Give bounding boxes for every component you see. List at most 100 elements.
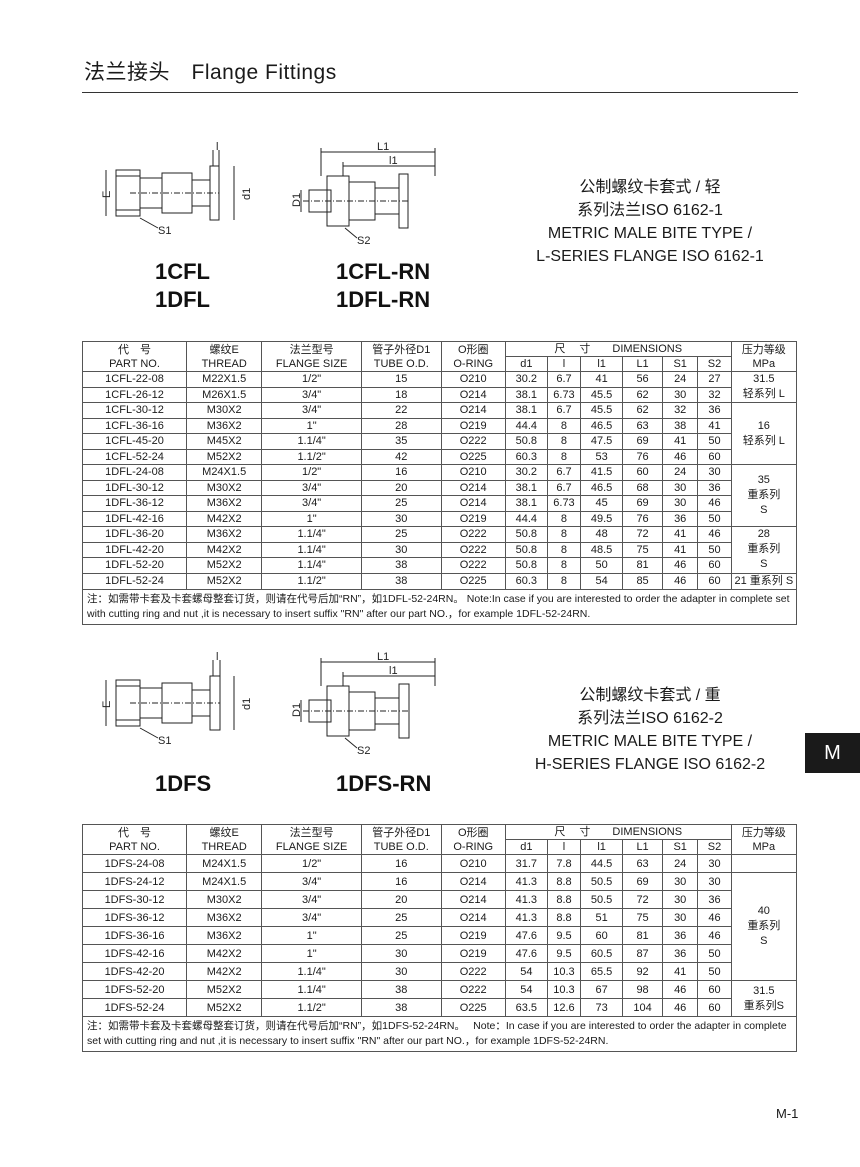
table-cell: 1.1/4" [261,541,362,558]
table-cell: 36 [661,926,699,945]
label-s1: S1 [158,735,171,747]
table-cell: 8.8 [546,890,582,909]
table-cell: O225 [440,572,506,590]
table-cell: 45 [580,495,624,512]
table-cell: 46 [697,926,732,945]
table-cell: 45.5 [580,386,624,403]
pressure-line: 重系列 [747,543,781,556]
table-cell: 30 [661,872,699,891]
label-e: E [101,701,113,708]
table-cell: 16 [360,854,442,873]
table-cell: O210 [440,854,506,873]
table-cell: 1.1/4" [261,962,362,981]
part-number-cell: 1DFS-36-16 [81,926,188,945]
table-cell: M30X2 [186,890,263,909]
part-number-cell: 1DFS-52-20 [81,980,188,999]
table-cell: 24 [661,464,699,481]
table-cell: 81 [622,557,663,574]
label-s1: S1 [158,225,171,237]
table-cell: M42X2 [186,541,263,558]
table-cell: 9.5 [546,944,582,963]
pressure-line: 重系列 [747,920,781,932]
table-cell: O222 [440,980,506,999]
section2-description: 公制螺纹卡套式 / 重 系列法兰ISO 6162-2 METRIC MALE B… [500,684,800,776]
table-cell: 46 [661,572,699,590]
table-cell: 30 [697,872,732,891]
table-note: 注：如需带卡套及卡套螺母整套订货，则请在代号后加“RN”，如1DFL-52-24… [82,588,797,625]
table-cell: O214 [440,386,506,403]
section-tab: M [805,733,860,773]
header-flange-cn: 法兰型号 [289,826,334,839]
model-name-rn: 1DFS-RN [336,770,431,798]
pressure-line: S [760,504,768,516]
table-cell: 46 [697,526,732,543]
pressure-line: 16 [757,419,770,432]
part-number-cell: 1DFL-30-12 [81,479,188,496]
table-cell: 41 [661,962,699,981]
header-dim-S2: S2 [697,839,732,855]
table-cell: 63.5 [504,998,548,1017]
table-cell: 30 [360,541,442,558]
table-cell: 30 [661,908,699,927]
table-cell: 30 [697,464,732,481]
header-pressure-cn: 压力等级 [741,343,786,356]
table-cell: 46 [661,557,699,574]
table-cell: 54 [504,962,548,981]
table-cell: 56 [622,371,663,388]
table-cell: 50 [697,962,732,981]
table-cell: 76 [622,510,663,527]
table-cell: 8 [546,448,582,465]
table-cell: 18 [360,386,442,403]
table-cell: 1.1/4" [261,526,362,543]
table-cell: 10.3 [546,962,582,981]
part-number-cell: 1DFL-52-20 [81,557,188,574]
part-number-cell: 1DFL-42-20 [81,541,188,558]
table-cell: 69 [622,495,663,512]
table-cell: 27 [697,371,732,388]
header-code-cn: 代 号 [118,826,152,839]
header-flange-en: FLANGE SIZE [275,357,348,370]
table-cell: 10.3 [546,980,582,999]
table-cell: 3/4" [261,479,362,496]
desc-line: METRIC MALE BITE TYPE / [547,733,753,750]
table-cell: 75 [622,541,663,558]
table-cell: 1" [261,510,362,527]
table-cell: 60 [697,998,732,1017]
table-cell: 1.1/4" [261,557,362,574]
table-cell: 60.3 [504,448,548,465]
table-cell: 25 [360,926,442,945]
table-cell: O214 [440,479,506,496]
section1-description: 公制螺纹卡套式 / 轻 系列法兰ISO 6162-1 METRIC MALE B… [500,176,800,268]
table-cell: 50.5 [580,890,624,909]
desc-line: 公制螺纹卡套式 / 重 [579,687,721,704]
header-dim-S1: S1 [661,356,699,372]
table-cell: 30 [661,479,699,496]
table-cell: 1" [261,926,362,945]
table-cell: 8.8 [546,908,582,927]
table-cell: 49.5 [580,510,624,527]
part-number-cell: 1DFL-52-24 [81,572,188,590]
part-number-cell: 1CFL-36-16 [81,417,188,434]
table-cell: 87 [622,944,663,963]
table-cell: 42 [360,448,442,465]
header-flange-en: FLANGE SIZE [275,840,348,853]
table-cell: 50.5 [580,872,624,891]
table-cell: 47.5 [580,433,624,450]
header-tube-cn: 管子外径D1 [372,826,431,839]
desc-line: 系列法兰ISO 6162-1 [577,202,723,219]
part-number-cell: 1CFL-26-12 [81,386,188,403]
table-cell: M52X2 [186,448,263,465]
table-cell: O210 [440,371,506,388]
table-cell: 38 [360,980,442,999]
